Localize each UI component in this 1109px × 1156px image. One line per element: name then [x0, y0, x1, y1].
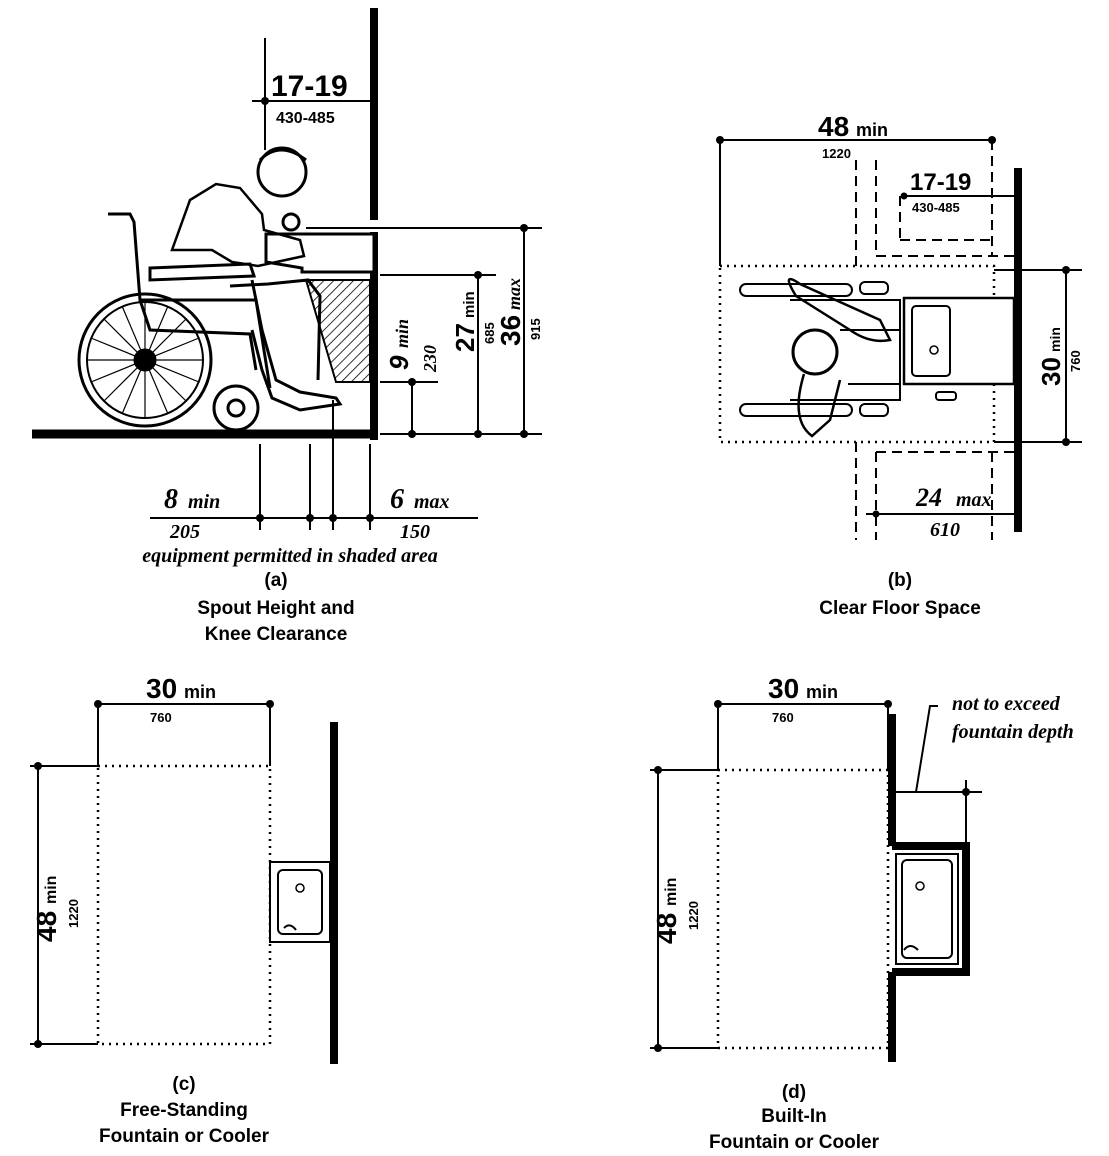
- b-reach-in-label: 17-19: [910, 169, 971, 196]
- b-len-in-label: 48: [818, 111, 849, 142]
- b-alcove-mm-label: 610: [930, 519, 960, 541]
- panel-b-letter: (b): [888, 570, 912, 591]
- wheelchair-top-figure: [739, 277, 957, 438]
- knee27-in-label: 27: [450, 323, 480, 352]
- panel-d: 30 min 760 48 min 1220 not to exceed fou…: [650, 673, 1074, 1153]
- fountain-d: [895, 853, 959, 965]
- c-len-in-label: 48: [31, 911, 62, 942]
- knee-min-unit-label: min: [392, 319, 412, 348]
- knee-min-mm-label: 230: [420, 345, 440, 373]
- d-note-1: not to exceed: [952, 693, 1061, 715]
- d-note-2: fountain depth: [952, 721, 1074, 743]
- d-len-unit-label: min: [663, 878, 680, 906]
- spout-unit-label: max: [504, 278, 524, 310]
- panel-c-title-2: Fountain or Cooler: [99, 1126, 270, 1147]
- c-width-mm-label: 760: [150, 710, 172, 725]
- panel-c: 30 min 760 48 min 1220 (c) Free-Standing…: [30, 673, 338, 1147]
- b-width-unit-label: min: [1047, 327, 1063, 352]
- clear-floor-space-c: [96, 764, 272, 1046]
- d-width-mm-label: 760: [772, 710, 794, 725]
- c-len-unit-label: min: [43, 876, 60, 904]
- panel-a-title-2: Knee Clearance: [205, 624, 348, 645]
- apron-unit-label: max: [414, 491, 450, 513]
- panel-a-title-1: Spout Height and: [197, 598, 354, 619]
- shaded-equipment-area: [304, 279, 371, 383]
- panel-d-title-2: Fountain or Cooler: [709, 1132, 880, 1153]
- fountain-b: [902, 296, 1016, 386]
- panel-c-title-1: Free-Standing: [120, 1100, 248, 1121]
- d-width-unit-label: min: [806, 682, 838, 702]
- knee-min-in-label: 9: [384, 355, 414, 370]
- toe-mm-label: 205: [169, 521, 200, 543]
- toe-in-label: 8: [164, 484, 178, 515]
- panel-d-letter: (d): [782, 1082, 806, 1103]
- b-width-in-label: 30: [1036, 357, 1066, 386]
- b-len-mm-label: 1220: [822, 146, 851, 161]
- apron-mm-label: 150: [400, 521, 430, 543]
- c-width-in-label: 30: [146, 673, 177, 704]
- fountain-c: [269, 861, 331, 943]
- fountain-alcove-d: [892, 842, 970, 976]
- panel-c-letter: (c): [172, 1074, 195, 1095]
- b-len-unit-label: min: [856, 120, 888, 140]
- depth-leader: [915, 705, 938, 793]
- spout-mm-label: 915: [528, 318, 543, 340]
- apron-in-label: 6: [390, 484, 404, 515]
- knee27-mm-label: 685: [482, 322, 497, 344]
- b-width-mm-label: 760: [1068, 350, 1083, 372]
- panel-a-letter: (a): [264, 570, 287, 591]
- reach-in-label: 17-19: [271, 70, 348, 103]
- panel-b-title: Clear Floor Space: [819, 598, 981, 619]
- panel-a: 17-19 430-485 9 min 230 27 min 685 36 ma…: [32, 8, 543, 645]
- b-alcove-in-label: 24: [915, 483, 942, 512]
- c-width-unit-label: min: [184, 682, 216, 702]
- d-len-mm-label: 1220: [686, 901, 701, 930]
- knee27-unit-label: min: [461, 291, 478, 318]
- b-alcove-unit-label: max: [956, 489, 992, 511]
- wheelchair-user-figure: [77, 146, 343, 432]
- spout-in-label: 36: [495, 315, 526, 346]
- c-len-mm-label: 1220: [66, 899, 81, 928]
- toe-unit-label: min: [188, 491, 220, 513]
- shaded-area-note: equipment permitted in shaded area: [142, 545, 438, 567]
- clear-floor-space-d: [716, 768, 890, 1050]
- panel-d-title-1: Built-In: [761, 1106, 826, 1127]
- panel-b: 48 min 1220 17-19 430-485 30 min 760 24 …: [716, 111, 1083, 619]
- d-len-in-label: 48: [651, 913, 682, 944]
- d-width-in-label: 30: [768, 673, 799, 704]
- clear-floor-space-b: [718, 264, 996, 444]
- reach-mm-label: 430-485: [276, 110, 335, 127]
- fountain-body: [264, 232, 376, 274]
- b-reach-mm-label: 430-485: [912, 200, 960, 215]
